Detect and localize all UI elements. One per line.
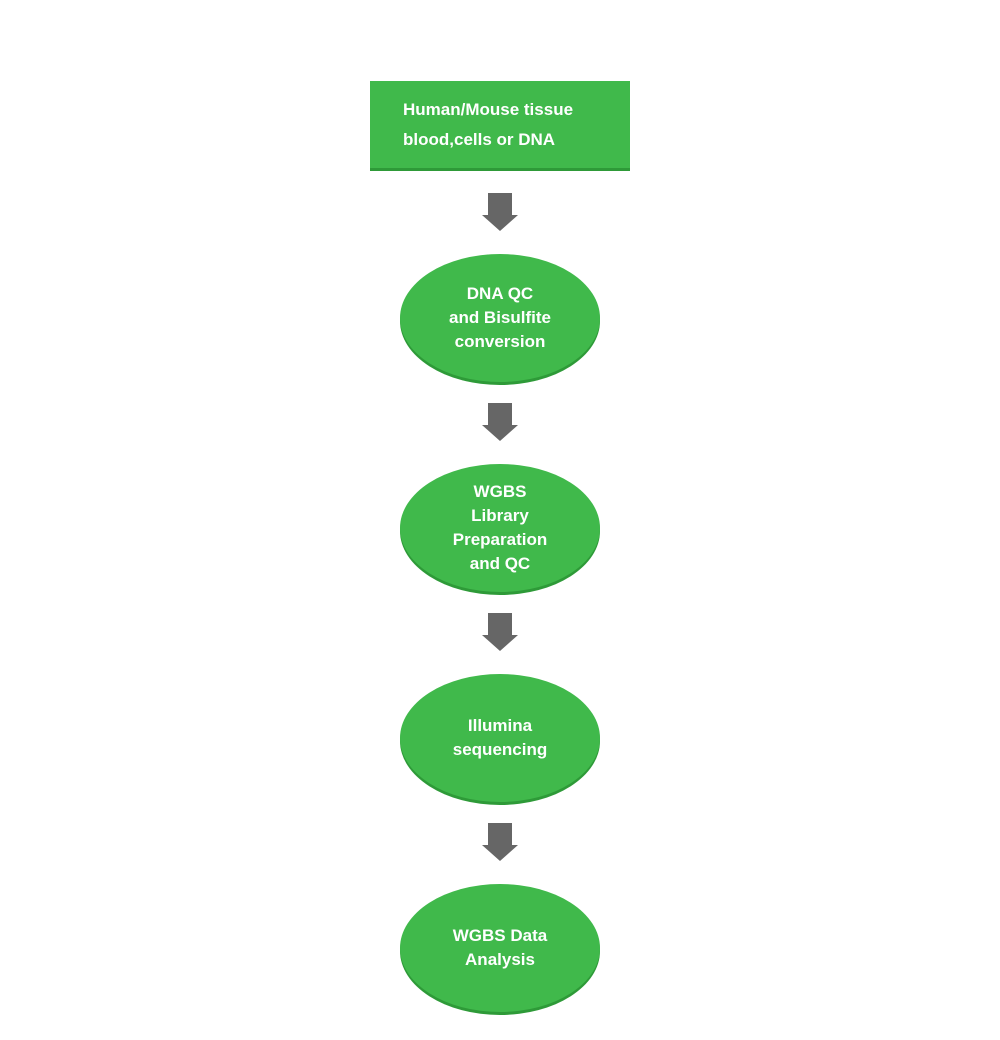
start-node-line-2: blood,cells or DNA xyxy=(403,130,556,149)
step-dna-qc-bisulfite: DNA QC and Bisulfite conversion xyxy=(400,254,600,382)
step-label: WGBS Library Preparation and QC xyxy=(452,482,548,573)
down-arrow-icon xyxy=(482,193,518,231)
step-data-analysis: WGBS Data Analysis xyxy=(400,884,600,1012)
start-node: Human/Mouse tissue blood,cells or DNA xyxy=(370,81,630,171)
down-arrow-icon xyxy=(482,823,518,861)
down-arrow-icon xyxy=(482,403,518,441)
step-label: WGBS Data Analysis xyxy=(452,926,548,969)
step-label: Illumina sequencing xyxy=(452,716,548,759)
step-label: DNA QC and Bisulfite conversion xyxy=(448,284,551,351)
start-node-line-1: Human/Mouse tissue xyxy=(403,100,574,119)
step-library-preparation: WGBS Library Preparation and QC xyxy=(400,464,600,592)
step-illumina-sequencing: Illumina sequencing xyxy=(400,674,600,802)
down-arrow-icon xyxy=(482,613,518,651)
